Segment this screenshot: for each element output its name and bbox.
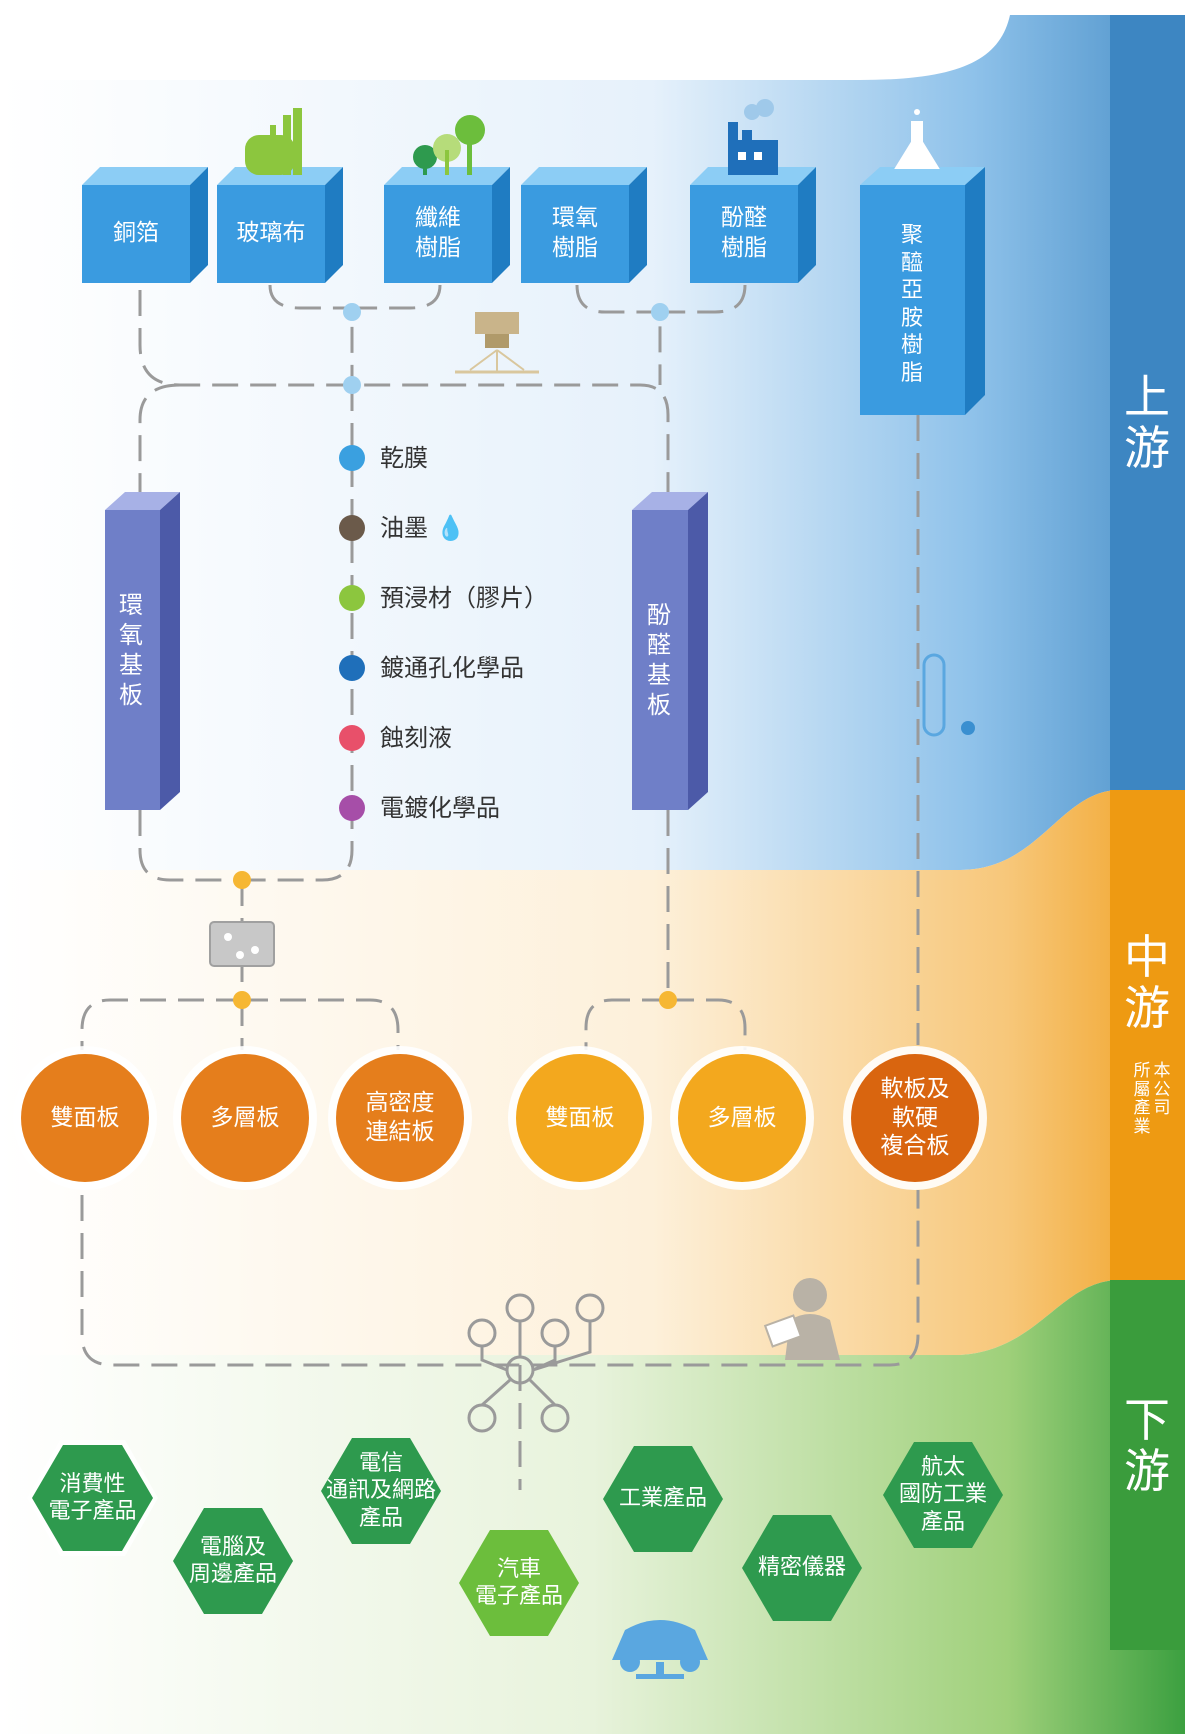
material-copper-foil: 銅箔 (113, 220, 159, 247)
product-automotive-electronics: 汽車 電子產品 (474, 1556, 563, 1610)
droplet-icon: 💧 (435, 514, 466, 542)
cube-fiber-resin (384, 167, 510, 283)
plating-chem-dot (339, 795, 365, 821)
material-polyimide-resin: 聚 醯 亞 胺 樹 脂 (900, 223, 923, 386)
cube-phenolic-resin (690, 167, 816, 283)
product-industrial: 工業產品 (618, 1486, 707, 1512)
chemical-prepreg: 預浸材（膠片） (380, 584, 548, 612)
chemical-pth: 鍍通孔化學品 (380, 654, 524, 682)
plant-icon (245, 108, 302, 175)
chemical-dots (339, 445, 365, 821)
product-telecom-network: 電信 通訊及網路 產品 (325, 1450, 436, 1531)
flask-icon (894, 109, 940, 169)
material-epoxy-resin: 環氧 樹脂 (552, 205, 598, 261)
cube-polyimide (860, 167, 985, 415)
upstream-tab (1110, 15, 1185, 790)
ink-dot (339, 515, 365, 541)
cube-glass-cloth (217, 167, 343, 283)
downstream-band (0, 1280, 1185, 1734)
chemical-dry-film: 乾膜 (380, 444, 428, 472)
car-icon (612, 1620, 708, 1679)
factory-icon (728, 99, 778, 175)
chemical-etchant: 蝕刻液 (380, 724, 452, 752)
worker-icon (763, 1278, 840, 1360)
dry-film-dot (339, 445, 365, 471)
pillar-epoxy (105, 492, 180, 810)
downstream-tab (1110, 1280, 1185, 1650)
circuit-icon (467, 1293, 605, 1433)
product-aerospace-defense: 航太 國防工業 產品 (898, 1454, 987, 1535)
stage-downstream-label: 下 游 (1124, 1393, 1170, 1498)
substrate-epoxy-label: 環 氧 基 板 (119, 591, 143, 709)
material-cubes (82, 167, 985, 415)
board-double-sided-2: 雙面板 (545, 1104, 615, 1131)
product-computers-peripherals: 電腦及 周邊產品 (188, 1534, 277, 1588)
material-phenolic-resin: 酚醛 樹脂 (721, 205, 767, 261)
board-flex-rigid-flex: 軟板及 軟硬 複合板 (880, 1075, 950, 1160)
prepreg-dot (339, 585, 365, 611)
board-multilayer-2: 多層板 (707, 1104, 777, 1131)
cube-epoxy-resin (521, 167, 647, 283)
cube-copper-foil (82, 167, 208, 283)
board-hdi: 高密度 連結板 (365, 1090, 435, 1145)
chemical-ink: 油墨 💧 (380, 514, 466, 542)
etchant-dot (339, 725, 365, 751)
chemical-plating: 電鍍化學品 (380, 794, 500, 822)
midstream-tab (1110, 790, 1185, 1280)
pillar-phenolic (632, 492, 708, 810)
board-multilayer-1: 多層板 (210, 1104, 280, 1131)
material-fiber-resin: 纖維 樹脂 (415, 205, 461, 261)
product-precision-instruments: 精密儀器 (757, 1555, 846, 1581)
product-consumer-electronics: 消費性 電子產品 (48, 1471, 137, 1525)
drill-icon (455, 312, 539, 374)
pth-chem-dot (339, 655, 365, 681)
substrate-pillars (105, 492, 708, 810)
chip-icon (209, 921, 275, 967)
stage-midstream-label: 中 游 (1124, 930, 1170, 1035)
product-hexagons (27, 1438, 1003, 1636)
board-double-sided-1: 雙面板 (50, 1104, 120, 1131)
trees-icon (413, 115, 485, 175)
board-circles (13, 1046, 987, 1190)
material-glass-cloth: 玻璃布 (236, 220, 306, 247)
roller-icon (922, 653, 975, 737)
stage-midstream-note-industry: 所 屬 產 業 (1133, 1061, 1151, 1138)
stage-midstream-note-company: 本 公 司 (1153, 1061, 1171, 1119)
substrate-phenolic-label: 酚 醛 基 板 (647, 601, 671, 719)
stage-upstream-label: 上 游 (1124, 370, 1170, 475)
